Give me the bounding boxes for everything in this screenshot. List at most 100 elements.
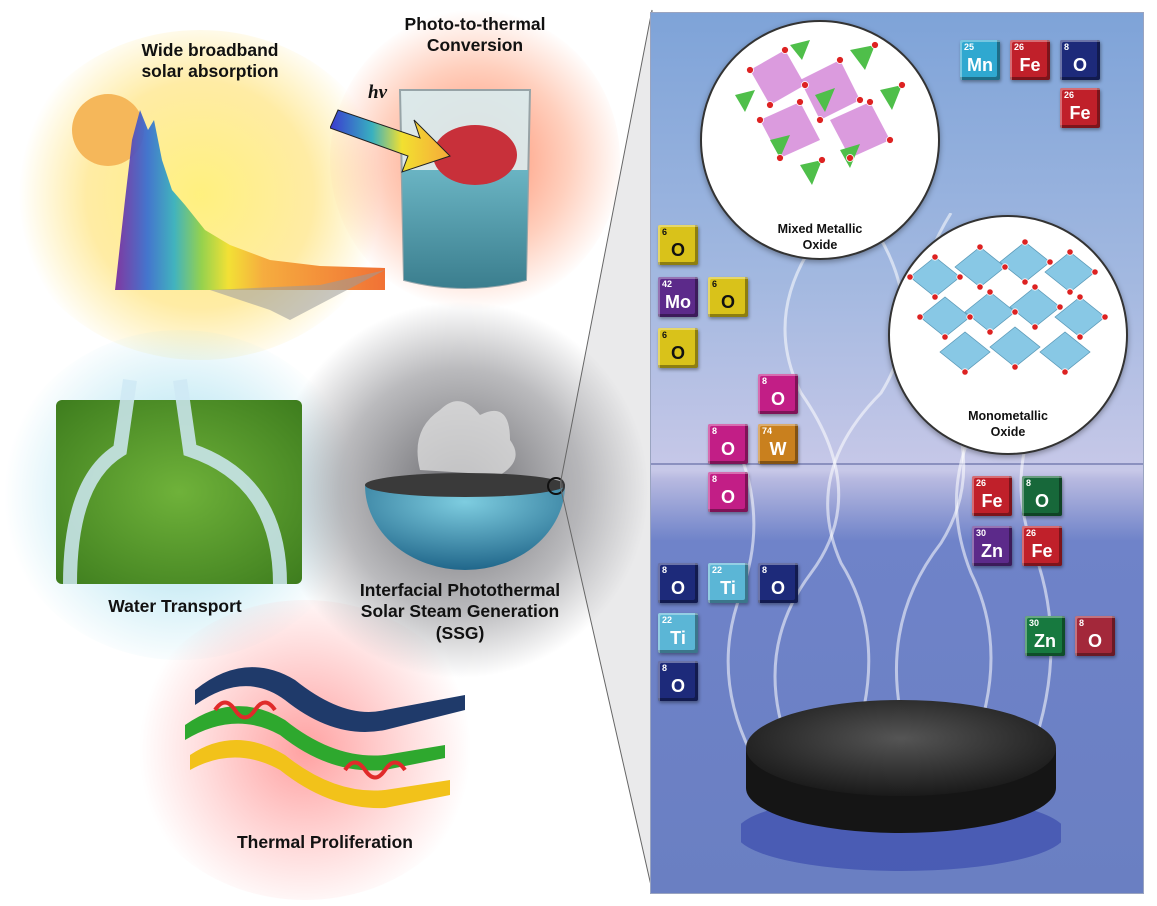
element-symbol: Fe	[1069, 103, 1091, 123]
element-tile-o: 8 O	[758, 374, 798, 414]
element-symbol: Fe	[1019, 55, 1041, 75]
atomic-number: 26	[976, 478, 987, 488]
element-tile-mo: 42 Mo	[658, 277, 698, 317]
hemisphere-body	[365, 485, 565, 570]
element-symbol: O	[720, 487, 735, 507]
atomic-number: 8	[662, 663, 668, 673]
atomic-number: 8	[1079, 618, 1085, 628]
element-symbol: Fe	[981, 491, 1003, 511]
element-tile-o: 8 O	[658, 661, 698, 701]
element-tile-ti: 22 Ti	[658, 613, 698, 653]
element-symbol: Mn	[967, 55, 993, 75]
atomic-number: 74	[762, 426, 773, 436]
ssg-hemisphere-graphic	[365, 401, 565, 570]
atomic-number: 42	[662, 279, 673, 289]
element-tile-fe: 26 Fe	[1060, 88, 1100, 128]
absorber-disk	[741, 700, 1061, 871]
zoom-connector	[560, 9, 653, 891]
element-tile-ti: 22 Ti	[708, 563, 748, 603]
element-symbol: O	[670, 676, 685, 696]
beaker-water	[402, 170, 528, 288]
element-symbol: O	[670, 343, 685, 363]
element-symbol: O	[1087, 631, 1102, 651]
element-tile-o: 6 O	[658, 328, 698, 368]
heat-wave-right	[343, 760, 407, 780]
mono-oxide-inset: Monometallic Oxide	[888, 215, 1128, 455]
element-tile-fe: 26 Fe	[1010, 40, 1050, 80]
element-tile-o: 8 O	[1060, 40, 1100, 80]
atomic-number: 8	[712, 426, 718, 436]
element-tile-o: 8 O	[708, 424, 748, 464]
element-symbol: O	[770, 389, 785, 409]
mono-oxide-label: Monometallic Oxide	[968, 409, 1048, 439]
thermal-proliferation-label: Thermal Proliferation	[236, 832, 413, 852]
atomic-number: 8	[712, 474, 718, 484]
water-flow-arrow-right	[173, 379, 287, 585]
element-tile-o: 8 O	[1075, 616, 1115, 656]
atomic-number: 22	[712, 565, 723, 575]
atomic-number: 8	[1064, 42, 1070, 52]
atomic-number: 26	[1064, 90, 1075, 100]
horizon-line	[651, 463, 1143, 465]
element-tile-w: 74 W	[758, 424, 798, 464]
atomic-number: 22	[662, 615, 673, 625]
element-tile-o: 8 O	[758, 563, 798, 603]
atomic-number: 6	[662, 330, 668, 340]
sun-icon	[72, 94, 144, 166]
element-symbol: O	[1034, 491, 1049, 511]
hv-label: hv	[368, 82, 387, 103]
element-tile-mn: 25 Mn	[960, 40, 1000, 80]
yellow-layer	[190, 740, 450, 809]
absorber-layer	[365, 473, 565, 497]
atomic-number: 30	[976, 528, 987, 538]
green-layer	[185, 706, 445, 771]
element-tile-o: 8 O	[1022, 476, 1062, 516]
element-symbol: Ti	[720, 578, 736, 598]
atomic-number: 8	[662, 565, 668, 575]
sponge-block	[56, 400, 302, 584]
nanoparticle-cluster	[433, 125, 517, 185]
element-symbol: W	[769, 439, 787, 459]
mixed-oxide-label: Mixed Metallic Oxide	[777, 222, 863, 252]
atomic-number: 26	[1026, 528, 1037, 538]
element-symbol: Fe	[1031, 541, 1053, 561]
element-symbol: O	[670, 578, 685, 598]
spectrum-curve	[115, 110, 385, 290]
ssg-label: Interfacial Photothermal Solar Steam Gen…	[359, 580, 561, 643]
water-flow-arrow-left	[63, 379, 137, 585]
element-tile-fe: 26 Fe	[972, 476, 1012, 516]
navy-layer	[195, 667, 465, 732]
element-symbol: O	[1072, 55, 1087, 75]
element-tile-o: 8 O	[708, 472, 748, 512]
atomic-number: 8	[1026, 478, 1032, 488]
element-symbol: Zn	[981, 541, 1003, 561]
mixed-oxide-crystal	[735, 40, 906, 185]
atomic-number: 8	[762, 565, 768, 575]
atomic-number: 6	[712, 279, 718, 289]
thermal-layers-graphic	[185, 667, 465, 809]
atomic-number: 30	[1029, 618, 1040, 628]
light-beam	[330, 109, 451, 173]
element-symbol: O	[720, 292, 735, 312]
atomic-number: 25	[964, 42, 975, 52]
heat-wave-left	[213, 700, 277, 720]
atomic-number: 6	[662, 227, 668, 237]
atomic-number: 26	[1014, 42, 1025, 52]
element-tile-o: 6 O	[708, 277, 748, 317]
steam-plume	[417, 401, 516, 475]
element-tile-zn: 30 Zn	[1025, 616, 1065, 656]
water-transport-label: Water Transport	[108, 596, 242, 616]
element-symbol: O	[770, 578, 785, 598]
element-symbol: O	[670, 240, 685, 260]
mono-oxide-crystal	[906, 238, 1109, 376]
element-symbol: Zn	[1034, 631, 1056, 651]
element-symbol: Ti	[670, 628, 686, 648]
sponge-graphic	[56, 379, 302, 585]
element-symbol: Mo	[665, 292, 691, 312]
photothermal-label: Photo-to-thermal Conversion	[404, 14, 546, 56]
element-symbol: O	[720, 439, 735, 459]
beaker-graphic	[330, 89, 532, 289]
element-tile-zn: 30 Zn	[972, 526, 1012, 566]
atomic-number: 8	[762, 376, 768, 386]
element-tile-o: 8 O	[658, 563, 698, 603]
